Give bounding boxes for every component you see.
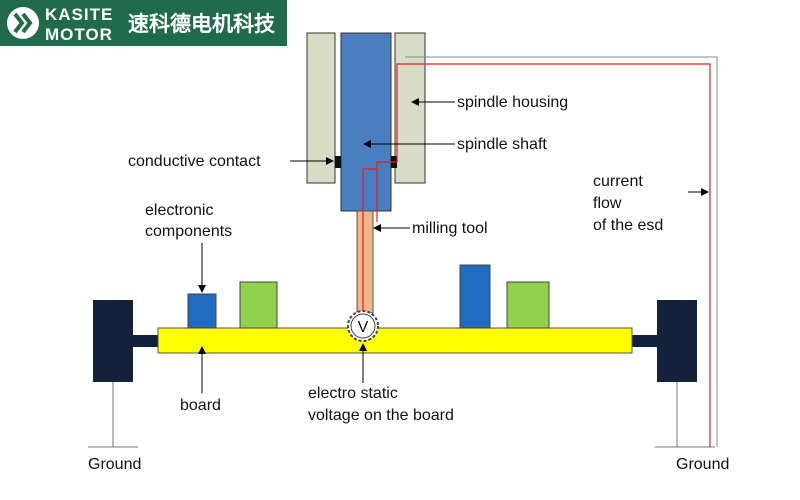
label-milling-tool: milling tool (412, 220, 488, 237)
label-ground-right: Ground (676, 456, 729, 473)
board (157, 327, 633, 354)
logo-brand-line2: MOTOR (45, 25, 113, 44)
label-current-flow-1: current (593, 173, 643, 190)
clamp-left (93, 300, 133, 382)
label-current-flow-2: flow (593, 195, 622, 212)
label-esd-voltage-2: voltage on the board (308, 407, 454, 424)
label-current-flow-3: of the esd (593, 217, 663, 234)
voltmeter-label: V (358, 319, 369, 336)
logo-brand-line1: KASITE (45, 5, 113, 24)
spindle-shaft (340, 32, 392, 212)
logo-brand-chinese: 速科德电机科技 (128, 12, 276, 36)
clamp-right (657, 300, 697, 382)
label-board: board (180, 397, 221, 414)
label-electronic-components-1: electronic (145, 202, 213, 219)
logo: KASITE MOTOR 速科德电机科技 (0, 0, 287, 46)
spindle-housing-right (394, 32, 426, 184)
label-spindle-shaft: spindle shaft (457, 136, 547, 153)
voltmeter-icon: V (347, 310, 379, 342)
milling-tool (356, 210, 374, 314)
logo-background (0, 0, 287, 46)
label-conductive-contact: conductive contact (128, 153, 261, 170)
label-spindle-housing: spindle housing (457, 94, 568, 111)
component-green-right (506, 281, 550, 329)
label-esd-voltage-1: electro static (308, 385, 398, 402)
label-ground-left: Ground (88, 456, 141, 473)
conductive-contact-left (335, 156, 341, 168)
esd-current-path (362, 63, 711, 447)
component-green-left (239, 281, 278, 329)
component-blue-right (459, 264, 491, 329)
component-blue-left (187, 293, 217, 329)
label-electronic-components-2: components (145, 223, 232, 240)
